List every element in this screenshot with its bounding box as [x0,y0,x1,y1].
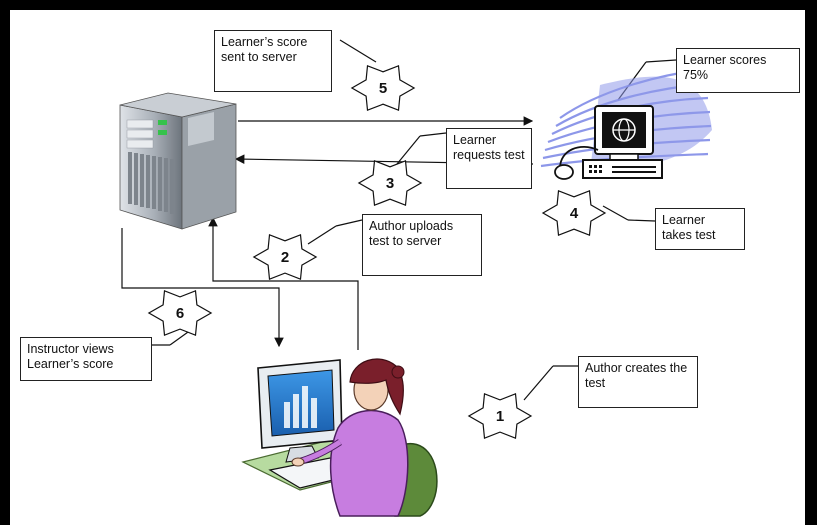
woman-at-computer-icon [241,358,438,517]
step-number-3: 3 [386,175,394,192]
callout-learner-takes: Learner takes test [655,208,745,250]
pointer-2 [335,219,363,227]
pointer-learner-scores [645,59,677,63]
frame-right [805,0,817,525]
step-number-2: 2 [281,249,289,266]
pointer-4b [602,205,629,221]
frame-left [0,0,10,525]
callout-score-sent: Learner’s score sent to server [214,30,332,92]
callout-author-uploads: Author uploads test to server [362,214,482,276]
step-number-4: 4 [570,205,579,222]
step-stars: 1 2 3 4 5 6 [147,64,607,440]
pointer-1b [523,365,554,401]
frame-top [0,0,817,10]
pointer-5 [339,39,377,63]
pointer-2b [307,225,337,245]
step-number-5: 5 [379,80,387,97]
server-tower-icon [119,92,237,230]
arrow-server-to-author [121,228,284,348]
callout-learner-requests: Learner requests test [446,128,532,189]
pointer-4 [627,219,656,222]
step-star-5 [350,64,416,112]
step-star-2 [252,233,318,281]
pointer-3b [396,135,421,165]
step-star-3 [357,159,423,207]
callout-instructor-views: Instructor views Learner’s score [20,337,152,381]
step-number-6: 6 [176,305,184,322]
pointer-3 [419,132,447,137]
step-number-1: 1 [496,408,504,425]
arrow-author-to-server [208,216,359,350]
step-star-6 [147,289,213,337]
step-star-4 [541,189,607,237]
callout-author-creates: Author creates the test [578,356,698,408]
flow-arrows [121,39,677,401]
step-star-1 [467,392,533,440]
callout-learner-scores: Learner scores 75% [676,48,800,93]
